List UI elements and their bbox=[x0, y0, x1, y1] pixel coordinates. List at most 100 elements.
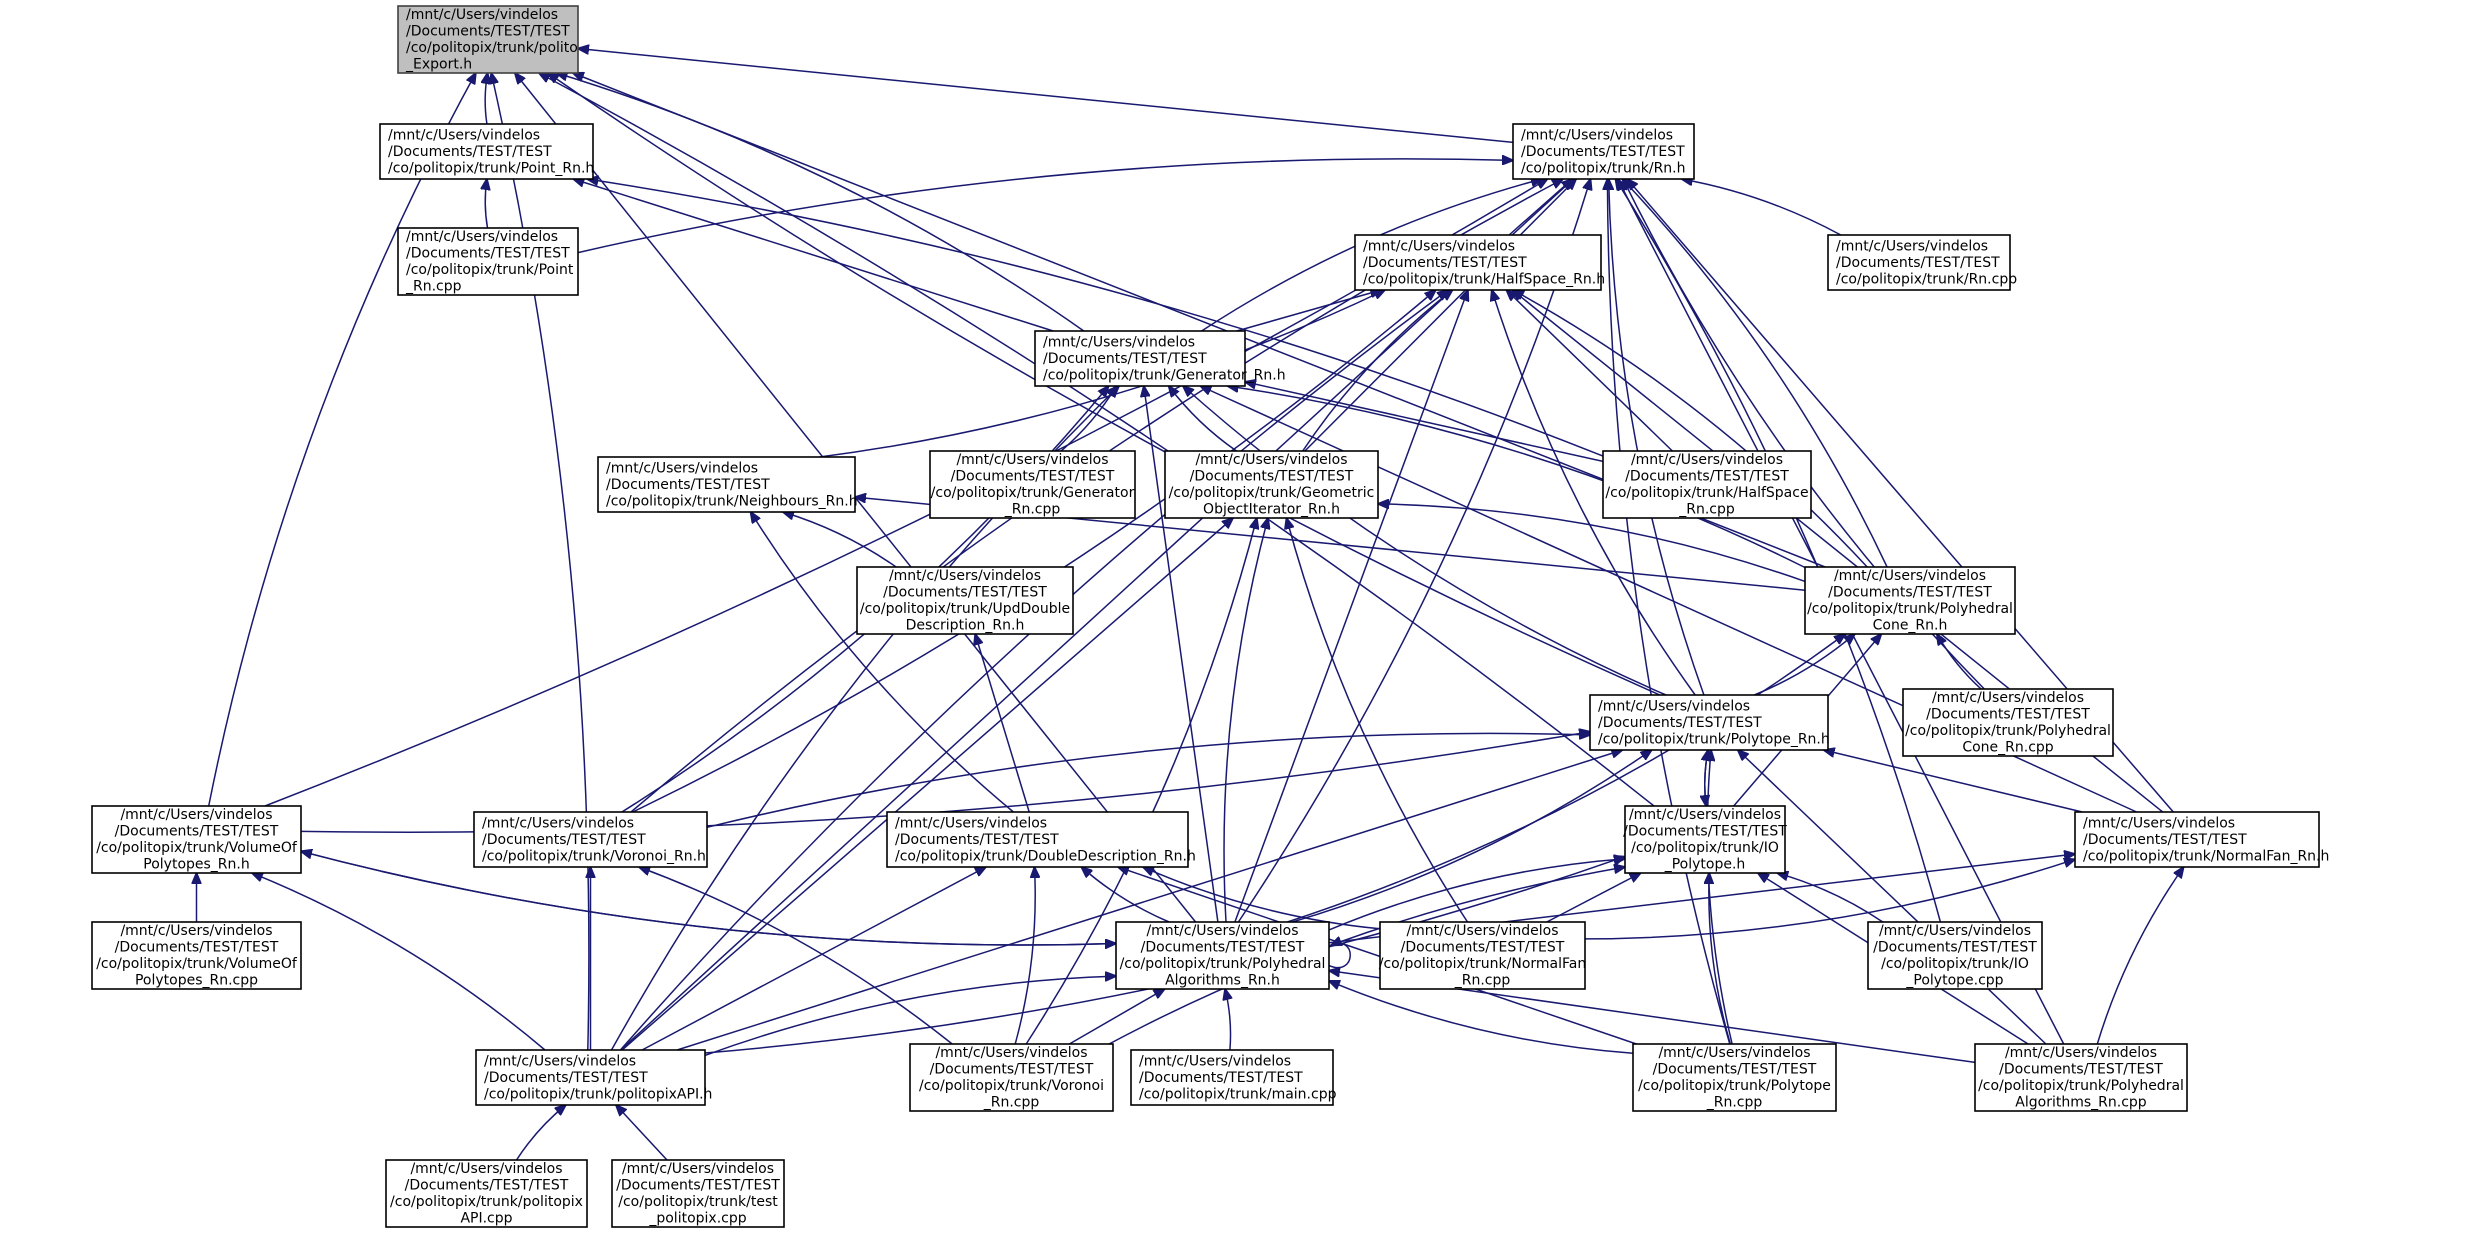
file-node-halfspace_h[interactable]: /mnt/c/Users/vindelos/Documents/TEST/TES… bbox=[1354, 234, 1605, 291]
edge-api_h-to-halfspace_h bbox=[619, 290, 1448, 1051]
file-node-io_cpp[interactable]: /mnt/c/Users/vindelos/Documents/TEST/TES… bbox=[1867, 921, 2043, 990]
file-node-label-line: /co/politopix/trunk/Polyhedral bbox=[1807, 601, 2013, 617]
file-node-label-line: Polytopes_Rn.cpp bbox=[135, 973, 258, 989]
file-node-label-line: _Rn.cpp bbox=[1706, 1095, 1763, 1111]
edge-halfspace_cpp-to-halfspace_h bbox=[1506, 290, 1673, 452]
file-node-io_h[interactable]: /mnt/c/Users/vindelos/Documents/TEST/TES… bbox=[1623, 805, 1787, 874]
file-node-volume_h[interactable]: /mnt/c/Users/vindelos/Documents/TEST/TES… bbox=[91, 805, 302, 874]
edge-cone_h-to-generator_h bbox=[1228, 386, 1806, 569]
file-node-test_cpp[interactable]: /mnt/c/Users/vindelos/Documents/TEST/TES… bbox=[611, 1159, 785, 1228]
file-node-label-line: /co/politopix/trunk/Polytope bbox=[1638, 1078, 1831, 1094]
file-node-geomiter_h[interactable]: /mnt/c/Users/vindelos/Documents/TEST/TES… bbox=[1164, 450, 1379, 519]
file-node-label-line: /Documents/TEST/TEST bbox=[1926, 707, 2090, 723]
file-node-polytope_h[interactable]: /mnt/c/Users/vindelos/Documents/TEST/TES… bbox=[1589, 694, 1830, 751]
file-node-label-line: /mnt/c/Users/vindelos bbox=[1139, 1053, 1291, 1069]
file-node-label-line: /co/politopix/trunk/IO bbox=[1631, 840, 1779, 856]
file-node-main_cpp[interactable]: /mnt/c/Users/vindelos/Documents/TEST/TES… bbox=[1130, 1049, 1337, 1106]
file-node-normalfan_h[interactable]: /mnt/c/Users/vindelos/Documents/TEST/TES… bbox=[2074, 811, 2329, 868]
file-node-api_cpp[interactable]: /mnt/c/Users/vindelos/Documents/TEST/TES… bbox=[385, 1159, 588, 1228]
edge-volume_h-to-export bbox=[207, 73, 476, 807]
file-node-label-line: /Documents/TEST/TEST bbox=[2083, 832, 2247, 848]
file-node-upd_h[interactable]: /mnt/c/Users/vindelos/Documents/TEST/TES… bbox=[856, 566, 1074, 635]
file-node-dd_h[interactable]: /mnt/c/Users/vindelos/Documents/TEST/TES… bbox=[886, 811, 1196, 868]
file-node-label-line: /mnt/c/Users/vindelos bbox=[895, 815, 1047, 831]
file-node-rn_cpp[interactable]: /mnt/c/Users/vindelos/Documents/TEST/TES… bbox=[1827, 234, 2017, 291]
file-node-label-line: /Documents/TEST/TEST bbox=[1190, 469, 1354, 485]
edge-generator_h-to-export bbox=[557, 73, 1085, 332]
file-node-box bbox=[2074, 811, 2320, 868]
file-node-label-line: /mnt/c/Users/vindelos bbox=[484, 1053, 636, 1069]
file-node-cone_cpp[interactable]: /mnt/c/Users/vindelos/Documents/TEST/TES… bbox=[1902, 688, 2114, 757]
file-node-label-line: ObjectIterator_Rn.h bbox=[1203, 502, 1340, 518]
file-node-point_cpp[interactable]: /mnt/c/Users/vindelos/Documents/TEST/TES… bbox=[397, 227, 579, 296]
edge-rn_cpp-to-rn_h bbox=[1682, 179, 1842, 236]
file-node-box bbox=[1130, 1049, 1334, 1106]
file-node-neighbours_h[interactable]: /mnt/c/Users/vindelos/Documents/TEST/TES… bbox=[597, 456, 858, 513]
edge-normalfan_h-to-polytope_h bbox=[1824, 750, 2083, 813]
file-node-generator_cpp[interactable]: /mnt/c/Users/vindelos/Documents/TEST/TES… bbox=[929, 450, 1136, 519]
file-node-halfspace_cpp[interactable]: /mnt/c/Users/vindelos/Documents/TEST/TES… bbox=[1602, 450, 1812, 519]
file-node-label-line: /Documents/TEST/TEST bbox=[1141, 940, 1305, 956]
file-node-label-line: _Rn.cpp bbox=[1678, 502, 1735, 518]
file-node-label-line: /co/politopix/trunk/NormalFan bbox=[1379, 956, 1586, 972]
file-node-label-line: _Rn.cpp bbox=[1004, 502, 1061, 518]
file-node-label-line: Polytopes_Rn.h bbox=[143, 857, 249, 873]
file-node-label-line: /Documents/TEST/TEST bbox=[1828, 585, 1992, 601]
file-node-label-line: /co/politopix/trunk/Rn.cpp bbox=[1836, 271, 2017, 287]
file-node-algos_h[interactable]: /mnt/c/Users/vindelos/Documents/TEST/TES… bbox=[1115, 921, 1330, 990]
file-node-label-line: /Documents/TEST/TEST bbox=[895, 832, 1059, 848]
file-node-label-line: /mnt/c/Users/vindelos bbox=[1363, 238, 1515, 254]
file-node-generator_h[interactable]: /mnt/c/Users/vindelos/Documents/TEST/TES… bbox=[1034, 330, 1286, 387]
file-node-label-line: /Documents/TEST/TEST bbox=[1653, 1062, 1817, 1078]
edge-polytope_h-to-io_h bbox=[1705, 749, 1708, 806]
file-node-label-line: /Documents/TEST/TEST bbox=[951, 469, 1115, 485]
file-node-normalfan_cpp[interactable]: /mnt/c/Users/vindelos/Documents/TEST/TES… bbox=[1379, 921, 1586, 990]
file-node-label-line: /mnt/c/Users/vindelos bbox=[388, 127, 540, 143]
edge-dd_h-to-neighbours_h bbox=[751, 512, 1014, 813]
file-node-label-line: /co/politopix/trunk/Voronoi_Rn.h bbox=[482, 848, 706, 864]
file-node-label-line: /co/politopix/trunk/Voronoi bbox=[919, 1078, 1104, 1094]
edge-halfspace_cpp-to-generator_h bbox=[1245, 382, 1604, 463]
edge-polytope_h-to-halfspace_h bbox=[1492, 290, 1696, 696]
edge-api_h-to-polytope_h bbox=[676, 750, 1622, 1051]
edge-generator_h-to-point_h bbox=[573, 179, 1054, 332]
file-node-algos_cpp[interactable]: /mnt/c/Users/vindelos/Documents/TEST/TES… bbox=[1974, 1043, 2188, 1112]
file-node-rn_h[interactable]: /mnt/c/Users/vindelos/Documents/TEST/TES… bbox=[1512, 123, 1695, 180]
file-node-export[interactable]: /mnt/c/Users/vindelos/Documents/TEST/TES… bbox=[397, 5, 579, 74]
file-node-label-line: /mnt/c/Users/vindelos bbox=[120, 923, 272, 939]
edge-cone_h-to-rn_h bbox=[1622, 179, 1888, 568]
file-node-label-line: /Documents/TEST/TEST bbox=[1625, 469, 1789, 485]
file-node-box bbox=[397, 5, 579, 74]
file-node-label-line: /co/politopix/trunk/main.cpp bbox=[1139, 1086, 1337, 1102]
file-node-label-line: /mnt/c/Users/vindelos bbox=[1146, 923, 1298, 939]
edge-polytope_h-to-generator_h bbox=[1183, 386, 1667, 696]
file-node-label-line: /Documents/TEST/TEST bbox=[930, 1062, 1094, 1078]
file-node-box bbox=[91, 805, 302, 874]
file-node-box bbox=[1632, 1043, 1837, 1112]
edge-geomiter_h-to-halfspace_h bbox=[1302, 290, 1453, 452]
file-node-voronoi_h[interactable]: /mnt/c/Users/vindelos/Documents/TEST/TES… bbox=[473, 811, 708, 868]
file-node-box bbox=[1902, 688, 2114, 757]
file-node-label-line: /mnt/c/Users/vindelos bbox=[622, 1161, 774, 1177]
edge-main_cpp-to-algos_h bbox=[1225, 989, 1230, 1051]
file-node-point_h[interactable]: /mnt/c/Users/vindelos/Documents/TEST/TES… bbox=[379, 123, 594, 180]
file-node-volume_cpp[interactable]: /mnt/c/Users/vindelos/Documents/TEST/TES… bbox=[91, 921, 302, 990]
edge-api_h-to-export bbox=[491, 73, 590, 1051]
edge-voronoi_cpp-to-algos_h bbox=[1069, 989, 1164, 1045]
file-node-label-line: /co/politopix/trunk/HalfSpace bbox=[1605, 485, 1808, 501]
edge-normalfan_cpp-to-dd_h bbox=[1143, 867, 1381, 930]
file-node-label-line: /Documents/TEST/TEST bbox=[616, 1178, 780, 1194]
file-node-label-line: /mnt/c/Users/vindelos bbox=[935, 1045, 1087, 1061]
file-node-label-line: /co/politopix/trunk/Polyhedral bbox=[1978, 1078, 2184, 1094]
file-node-label-line: /co/politopix/trunk/Geometric bbox=[1169, 485, 1375, 501]
file-node-api_h[interactable]: /mnt/c/Users/vindelos/Documents/TEST/TES… bbox=[475, 1049, 712, 1106]
file-node-voronoi_cpp[interactable]: /mnt/c/Users/vindelos/Documents/TEST/TES… bbox=[909, 1043, 1114, 1112]
edge-api_h-to-volume_h bbox=[252, 873, 546, 1051]
file-node-polytope_cpp[interactable]: /mnt/c/Users/vindelos/Documents/TEST/TES… bbox=[1632, 1043, 1837, 1112]
edge-algos_cpp-to-polytope_h bbox=[1738, 750, 2047, 1045]
edge-algos_h-to-rn_h bbox=[1237, 179, 1590, 923]
edge-polytope_cpp-to-io_h bbox=[1709, 873, 1732, 1045]
edge-cone_h-to-halfspace_h bbox=[1513, 290, 1868, 568]
edge-api_h-to-algos_h bbox=[704, 976, 1116, 1057]
file-node-cone_h[interactable]: /mnt/c/Users/vindelos/Documents/TEST/TES… bbox=[1804, 566, 2016, 635]
